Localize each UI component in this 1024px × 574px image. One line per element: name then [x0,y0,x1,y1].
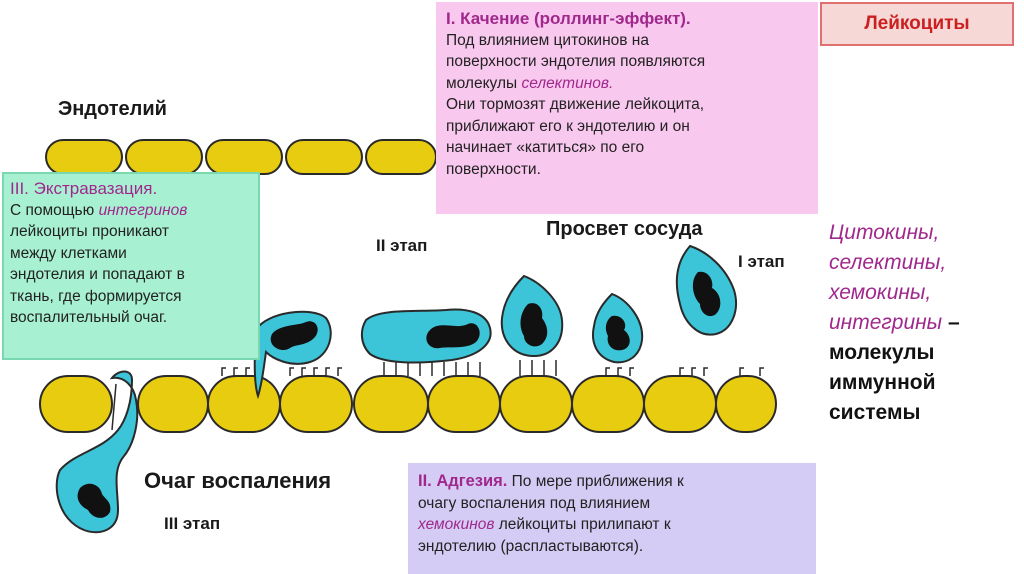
endothelial-cell [571,375,645,433]
header-title-box: Лейкоциты [820,2,1014,46]
adhesion-text-fragment: По мере приближения к [507,473,684,490]
integrins-term: интегринов [98,201,188,219]
endothelial-cell [643,375,717,433]
molecules-text: молекулы [829,341,935,364]
leukocyte-nuclei [77,271,721,518]
integrins-list-term: интегрины [829,311,943,334]
immune-text: иммунной [829,371,936,394]
stage-1-label: I этап [738,252,785,271]
endothelium-bottom-layer [39,375,777,433]
adhesion-text-line: эндотелию (распластываются). [418,537,644,555]
endothelial-cell [353,375,429,433]
endothelium-top-layer [45,139,437,175]
extravasation-stage-box: III. Экстравазация. С помощью интегринов… [2,172,260,360]
rolling-text-line: поверхности эндотелия появляются [446,53,706,70]
rolling-text-fragment: молекулы [446,74,522,92]
endothelial-cell [45,139,123,175]
stage-2-label: II этап [376,236,428,255]
rolling-text-line: молекулы селектинов. [446,73,808,95]
extravasation-title: III. Экстравазация. [10,179,158,198]
endothelial-cell [285,139,363,175]
selectins-list-term: селектины, [829,251,947,274]
endothelial-cell [365,139,437,175]
adhesion-stage-box: II. Адгезия. По мере приближения к очагу… [408,463,816,574]
adhesion-text-line: II. Адгезия. По мере приближения к [418,471,806,493]
endothelial-cell [279,375,353,433]
endothelial-cell [125,139,203,175]
chemokines-list-term: хемокины, [829,281,932,304]
integrins-line: интегрины – [829,308,1019,338]
endothelial-cell [137,375,209,433]
nucleus [77,483,111,518]
adhesion-text-line: хемокинов лейкоциты прилипают к [418,514,806,536]
cytokines-term: Цитокины, [829,221,940,244]
migration-path-line [111,383,117,431]
inflammation-focus-label: Очаг воспаления [144,468,332,493]
chemokines-term: хемокинов [418,516,495,533]
rolling-text-line: Под влиянием цитокинов на [446,31,649,49]
endothelial-cell [499,375,573,433]
leukocyte-adhering [360,308,492,364]
rolling-text-line: Они тормозят движение лейкоцита, [446,96,705,113]
nucleus [270,321,318,351]
page-title: Лейкоциты [864,13,970,34]
adhesion-molecules [221,360,764,376]
adhesion-text-line: очагу воспаления под влиянием [418,494,651,512]
endothelial-cell [205,139,283,175]
rolling-text-line: поверхности. [446,160,541,178]
adhesion-text-fragment: лейкоциты прилипают к [494,516,671,533]
rolling-text-line: начинает «катиться» по его [446,139,645,156]
rolling-stage-box: I. Качение (роллинг-эффект). Под влияние… [436,2,818,214]
nucleus [692,271,721,317]
extravasation-text-fragment: С помощью [10,201,99,219]
immune-molecules-panel: Цитокины, селектины, хемокины, интегрины… [829,218,1019,428]
endothelial-cell [207,375,281,433]
endothelial-cell [427,375,501,433]
selectins-term: селектинов. [521,74,614,92]
nucleus [520,303,548,347]
endothelium-label: Эндотелий [58,98,167,120]
nucleus [605,315,630,351]
endothelial-cell [39,375,113,433]
endothelial-cell [715,375,777,433]
system-text: системы [829,401,921,424]
nucleus [426,323,480,349]
extravasation-text-line: воспалительный очаг. [10,309,168,326]
vessel-lumen-label: Просвет сосуда [546,218,703,240]
extravasation-text-line: между клетками [10,244,127,262]
extravasation-text-line: ткань, где формируется [10,287,182,305]
rolling-title: I. Качение (роллинг-эффект). [446,9,691,28]
adhesion-title: II. Адгезия. [418,472,508,490]
extravasation-text-line: С помощью интегринов [10,200,252,222]
rolling-text-line: приближают его к эндотелию и он [446,117,690,135]
extravasation-text-line: эндотелия и попадают в [10,266,185,283]
dash: – [942,311,960,334]
leukocyte-extravasating [55,370,139,534]
stage-3-label: III этап [164,514,221,533]
extravasation-text-line: лейкоциты проникают [10,223,169,240]
